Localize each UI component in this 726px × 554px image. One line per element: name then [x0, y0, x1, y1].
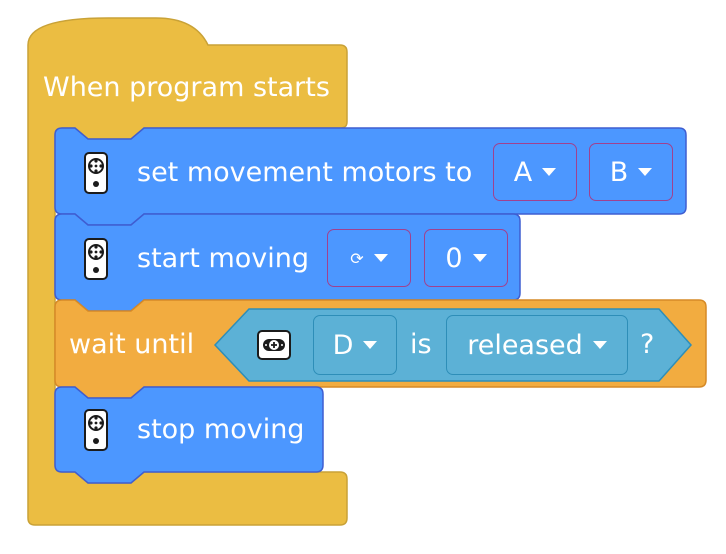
start-moving-label: start moving	[137, 243, 310, 274]
sensor-port-dropdown[interactable]: D	[313, 315, 397, 375]
remote-control-icon	[84, 152, 108, 194]
sensor-port-value: D	[332, 329, 354, 361]
speed-value: 0	[445, 242, 463, 274]
chevron-down-icon	[638, 168, 653, 176]
hat-block-label: When program starts	[43, 72, 330, 103]
remote-control-icon	[84, 238, 108, 280]
speed-dropdown[interactable]: 0	[424, 229, 508, 287]
chevron-down-icon	[592, 341, 607, 349]
chevron-down-icon	[472, 254, 487, 262]
motor-left-value: A	[513, 156, 533, 188]
remote-control-icon	[84, 409, 108, 451]
motor-right-dropdown[interactable]: B	[589, 143, 673, 201]
condition-is-label: is	[410, 329, 432, 360]
set-movement-motors-label: set movement motors to	[137, 157, 473, 188]
direction-arrow-icon: ⟳	[350, 248, 364, 268]
condition-question-mark: ?	[640, 329, 655, 360]
motor-left-dropdown[interactable]: A	[493, 143, 577, 201]
sensor-state-dropdown[interactable]: released	[446, 315, 628, 375]
chevron-down-icon	[373, 254, 388, 262]
direction-dropdown[interactable]: ⟳	[327, 229, 411, 287]
stop-moving-block[interactable]	[54, 386, 324, 484]
chevron-down-icon	[363, 341, 378, 349]
motor-right-value: B	[609, 156, 629, 188]
stop-moving-label: stop moving	[137, 414, 305, 445]
chevron-down-icon	[542, 168, 557, 176]
wait-until-label: wait until	[69, 329, 195, 360]
sensor-state-value: released	[467, 329, 583, 361]
force-sensor-icon	[257, 330, 291, 360]
